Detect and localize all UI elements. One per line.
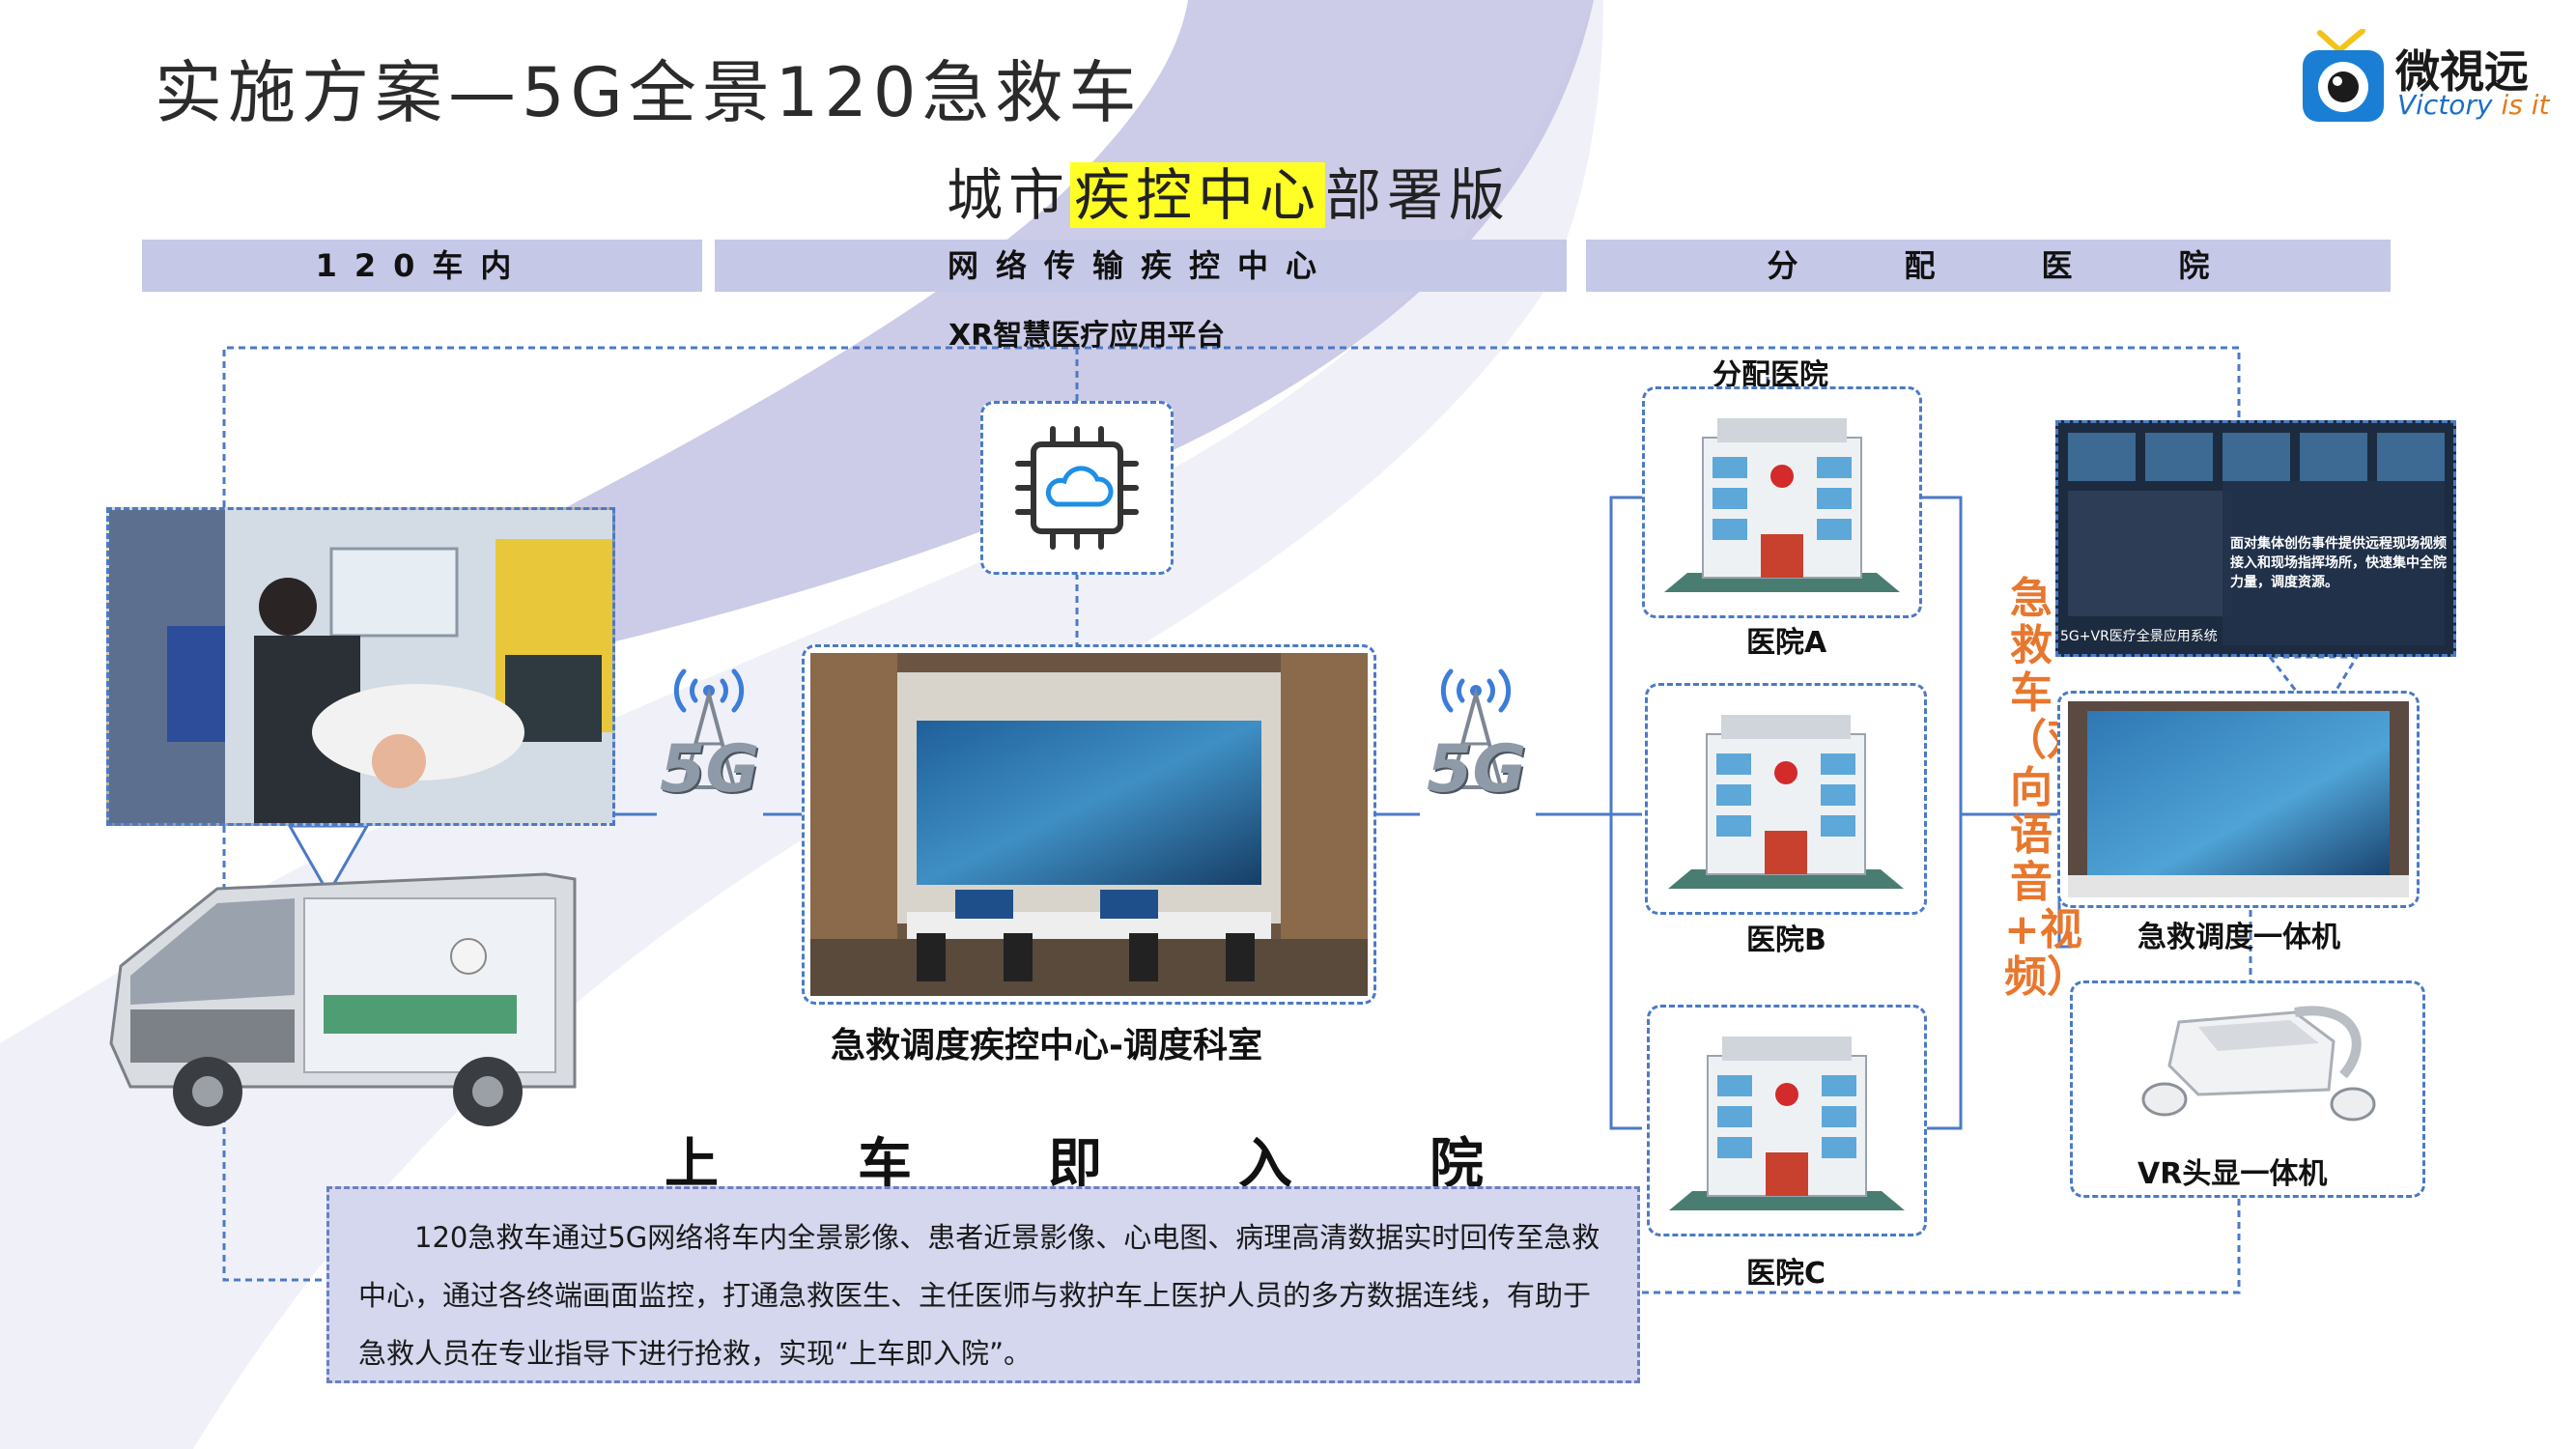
cloud-platform-panel	[980, 401, 1174, 575]
slogan-char-3: 即	[1048, 1133, 1102, 1196]
screen-caption: 面对集体创伤事件提供远程现场视频接入和现场指挥场所，快速集中全院力量，调度资源。	[2230, 536, 2447, 590]
hospital-b-label: 医院B	[1746, 923, 1826, 957]
logo-slogan-a: Victory	[2397, 89, 2493, 121]
logo-slogan-b: is it	[2501, 89, 2550, 121]
hospital-card-c	[1647, 1005, 1927, 1236]
band-network: 网络传输疾控中心	[715, 240, 1567, 292]
platform-label: XR智慧医疗应用平台	[948, 319, 1226, 353]
page-subtitle: 城市疾控中心部署版	[947, 150, 1511, 231]
ambulance-interior-photo	[106, 507, 615, 826]
cloud-chip-icon	[1015, 426, 1139, 550]
dispatch-room-panel	[802, 644, 1376, 1005]
band-ambulance: 120车内	[142, 240, 702, 292]
5g-tower-icon-right: 5G	[1422, 652, 1530, 808]
dispatch-terminal-image	[2068, 701, 2409, 897]
description-box: 120急救车通过5G网络将车内全景影像、患者近景影像、心电图、病理高清数据实时回…	[326, 1186, 1640, 1383]
terminal-label-dispatch: 急救调度一体机	[2137, 921, 2340, 954]
hospital-card-a	[1642, 386, 1922, 618]
subtitle-after: 部署版	[1325, 162, 1512, 228]
hospital-c-icon	[1669, 1037, 1905, 1210]
terminal-card-vr	[2070, 980, 2425, 1198]
vertical-label: 急救车（双向语音+视频）	[2004, 574, 2089, 1002]
subtitle-highlight: 疾控中心	[1070, 162, 1326, 228]
hospital-c-label: 医院C	[1746, 1257, 1826, 1291]
5g-tower-icon-left: 5G	[655, 652, 763, 808]
subtitle-before: 城市	[947, 162, 1071, 228]
command-screen-photo: 面对集体创伤事件提供远程现场视频接入和现场指挥场所，快速集中全院力量，调度资源。…	[2055, 420, 2456, 657]
slogan-char-1: 上	[665, 1133, 719, 1196]
brand-logo: 微視远 Victory is it	[2299, 28, 2550, 126]
screen-footer: 5G+VR医疗全景应用系统	[2060, 629, 2218, 644]
ambulance-van-image	[101, 850, 584, 1140]
hospital-a-icon	[1664, 418, 1900, 592]
logo-slogan: Victory is it	[2397, 89, 2549, 121]
slogan-char-5: 院	[1430, 1133, 1484, 1196]
vr-headset-icon	[2141, 1006, 2376, 1122]
hospital-a-label: 医院A	[1746, 626, 1827, 660]
tv-logo-icon	[2303, 28, 2384, 122]
dispatch-label: 急救调度疾控中心-调度科室	[831, 1026, 1262, 1065]
slogan-char-4: 入	[1238, 1133, 1292, 1196]
slogan-char-2: 车	[858, 1133, 912, 1196]
terminal-label-vr: VR头显一体机	[2137, 1157, 2328, 1191]
5g-badge-right: 5G	[1427, 731, 1527, 808]
description-text: 120急救车通过5G网络将车内全景影像、患者近景影像、心电图、病理高清数据实时回…	[358, 1221, 1600, 1370]
hospital-card-b	[1645, 683, 1927, 915]
page-title: 实施方案—5G全景120急救车	[155, 53, 1143, 132]
hospital-b-icon	[1668, 715, 1904, 889]
logo-text: 微視远	[2395, 45, 2529, 98]
dispatch-room-image	[810, 653, 1368, 996]
terminal-card-dispatch	[2057, 691, 2420, 908]
band-hospitals: 分配医院	[1586, 240, 2391, 292]
5g-badge-left: 5G	[660, 731, 760, 808]
